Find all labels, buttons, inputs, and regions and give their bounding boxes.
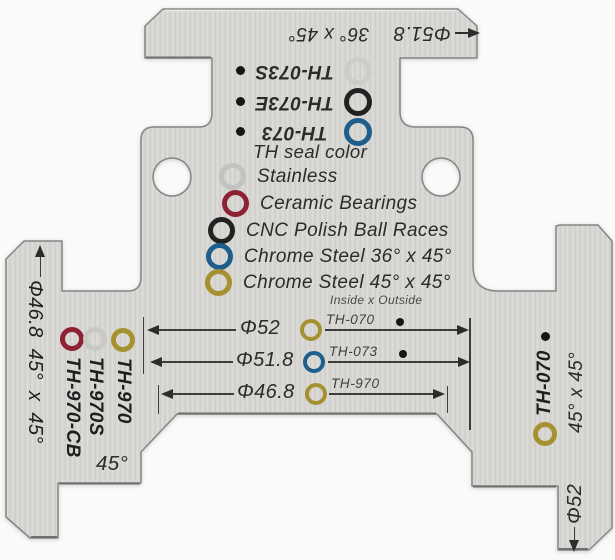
dot-icon [236,127,246,137]
chamfer-angle-label: 45° [96,452,129,475]
dimension-model-label: TH-073 [329,344,378,359]
arrowhead-right-icon [457,325,469,335]
dimension-extension-line [142,317,145,374]
model-ring-icon [111,328,135,352]
top-dimension-angle: 36° x 45° [288,23,370,44]
dimension-model-label: TH-970 [331,376,380,391]
dimension-line [172,393,234,395]
right-arm-size-label: Φ52 [564,483,586,524]
dot-icon [396,318,404,326]
arrowhead-left-icon [150,357,162,367]
seal-ring-icon [344,57,372,85]
left-arm-model-column: TH-970S [83,327,107,436]
seal-model-row: TH-073S [236,56,372,86]
down-arrow-icon [569,540,579,552]
legend-ring-icon [222,190,249,217]
legend-ring-icon [206,243,233,270]
right-arm-angle-label: 45° x 45° [566,351,587,433]
dimension-line [573,527,576,540]
right-arm-model-column: TH-070 [533,332,557,446]
dimension-ring-icon [300,319,322,341]
legend-note: Inside x Outside [330,293,423,307]
dot-icon [540,332,550,342]
dimension-ring-icon [305,383,327,405]
plate-outline [5,8,613,551]
legend-row: CNC Polish Ball Races [208,217,449,244]
dimension-value: Φ52 [240,317,281,339]
seal-color-heading: TH seal color [253,141,368,162]
dimension-model-label: TH-070 [326,312,375,327]
arrowhead-right-icon [433,389,445,399]
legend-row: Stainless [219,163,338,190]
legend-label: Stainless [257,166,338,187]
dot-icon [236,97,246,107]
model-ring-icon [533,422,557,446]
plate-edge-shadows [31,56,588,550]
seal-model-label: TH-073S [255,61,334,82]
legend-label: Chrome Steel 45° x 45° [243,272,451,293]
model-label: TH-970-CB [62,357,83,458]
model-label: TH-970 [113,358,134,424]
model-label: TH-970S [85,357,106,436]
legend-label: CNC Polish Ball Races [246,220,449,241]
dimension-extension-line [446,386,449,413]
seal-model-label: TH-073E [255,92,334,113]
legend-ring-icon [205,269,232,296]
dimension-arrow-icon [455,28,480,38]
legend-row: Chrome Steel 45° x 45° [205,269,451,296]
dimension-extension-line [469,318,471,430]
legend-row: Chrome Steel 36° x 45° [206,243,452,270]
model-label: TH-070 [534,350,555,416]
left-arm-size-label: Φ46.8 45° x 45° [24,280,46,444]
dimension-line [158,329,236,331]
legend-ring-icon [219,163,246,190]
arrowhead-left-icon [161,389,173,399]
seal-model-row: TH-073E [236,87,372,117]
left-arm-model-column: TH-970-CB [60,327,84,458]
top-dimension-label: Φ51.8 36° x 45° [288,19,480,47]
dimension-value: Φ46.8 [237,381,295,403]
dimension-line [325,329,458,331]
legend-row: Ceramic Bearings [222,190,417,217]
dimension-line [39,257,42,277]
legend-label: Ceramic Bearings [260,193,418,214]
dimension-ring-icon [303,351,325,373]
left-arm-model-column: TH-970 [111,328,135,424]
top-dimension-size: Φ51.8 [393,22,451,45]
seal-model-label: TH-073 [261,122,328,143]
legend-label: Chrome Steel 36° x 45° [244,246,452,267]
dimension-line [161,361,233,363]
dimension-extension-line [157,385,160,414]
arrowhead-right-icon [458,357,470,367]
dot-icon [236,66,246,76]
dot-icon [399,350,407,358]
model-ring-icon [60,327,84,351]
legend-ring-icon [208,217,235,244]
up-arrow-icon [35,245,45,257]
dimension-line [329,393,433,395]
model-ring-icon [83,327,107,351]
arrowhead-left-icon [147,325,159,335]
dimension-line [328,361,458,363]
dimension-value: Φ51.8 [236,349,294,371]
seal-ring-icon [344,88,372,116]
